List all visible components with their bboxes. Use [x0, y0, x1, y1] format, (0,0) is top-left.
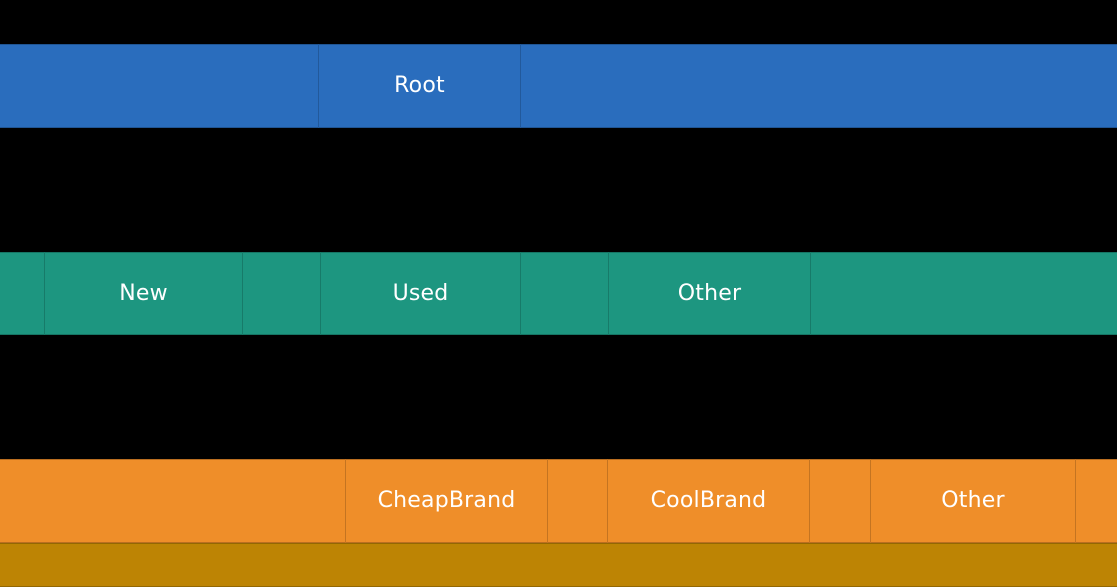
icicle-node-unlabeled[interactable]: [0, 459, 345, 543]
icicle-level-2: CheapBrand CoolBrand Other: [0, 459, 1117, 543]
icicle-node-unlabeled[interactable]: [810, 252, 1117, 335]
icicle-node-label: Root: [394, 73, 445, 98]
icicle-node-unlabeled[interactable]: [520, 252, 608, 335]
icicle-node-coolbrand[interactable]: CoolBrand: [607, 459, 809, 543]
icicle-level-3: [0, 543, 1117, 587]
icicle-node-label: Other: [677, 280, 742, 306]
icicle-node-unlabeled[interactable]: [547, 459, 607, 543]
icicle-node-unlabeled[interactable]: [242, 252, 320, 335]
icicle-node-other[interactable]: Other: [870, 459, 1075, 543]
icicle-node-other[interactable]: Other: [608, 252, 810, 335]
icicle-node-label: CheapBrand: [377, 488, 516, 513]
icicle-level-1: New Used Other: [0, 252, 1117, 335]
icicle-node-label: Other: [941, 488, 1005, 513]
icicle-node-label: Used: [392, 280, 449, 306]
icicle-node-label: CoolBrand: [650, 488, 767, 513]
icicle-level-0: Root: [0, 44, 1117, 128]
icicle-node-new[interactable]: New: [44, 252, 242, 335]
icicle-node-unlabeled[interactable]: [0, 543, 1117, 587]
icicle-node-used[interactable]: Used: [320, 252, 520, 335]
icicle-node-unlabeled[interactable]: [1075, 459, 1117, 543]
icicle-node-unlabeled[interactable]: [0, 252, 44, 335]
icicle-node-root[interactable]: Root: [318, 44, 520, 128]
icicle-node-unlabeled[interactable]: [520, 44, 1117, 128]
icicle-node-label: New: [119, 280, 168, 306]
icicle-node-unlabeled[interactable]: [0, 44, 318, 128]
icicle-node-unlabeled[interactable]: [809, 459, 870, 543]
icicle-node-cheapbrand[interactable]: CheapBrand: [345, 459, 547, 543]
